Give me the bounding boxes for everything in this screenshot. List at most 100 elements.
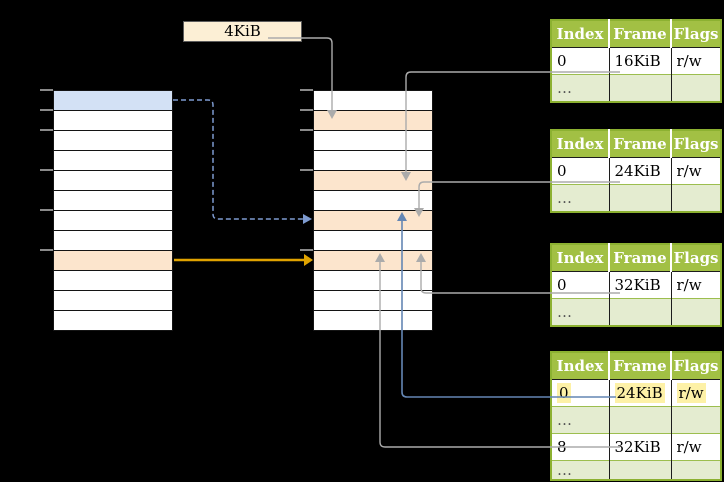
cell-flags bbox=[671, 74, 721, 102]
tick-mark bbox=[40, 129, 53, 131]
arrowhead-right-icon bbox=[303, 214, 312, 224]
cell-frame: 32KiB bbox=[609, 271, 672, 299]
tick-mark bbox=[300, 109, 313, 111]
table-row: 0 16KiB r/w bbox=[551, 47, 721, 75]
cell-index: 0 bbox=[551, 379, 610, 407]
cell-index: 0 bbox=[551, 271, 610, 299]
cell-frame: 16KiB bbox=[609, 47, 672, 75]
cell-flags bbox=[671, 406, 721, 434]
cell-index: … bbox=[551, 406, 610, 434]
memory-cell-orange bbox=[314, 251, 432, 271]
table-row: 0 24KiB r/w bbox=[551, 157, 721, 185]
table-row-ellipsis: … bbox=[551, 406, 721, 434]
cell-frame bbox=[609, 184, 672, 212]
memory-cell-white bbox=[54, 231, 172, 251]
memory-cell-white bbox=[54, 151, 172, 171]
highlighted-value: 24KiB bbox=[614, 383, 665, 403]
memory-cell-orange bbox=[314, 111, 432, 131]
page-table-4: Index Frame Flags 0 24KiB r/w … 8 32KiB … bbox=[550, 351, 722, 481]
tick-mark bbox=[300, 169, 313, 171]
table-header: Index Frame Flags bbox=[551, 20, 721, 48]
cell-flags bbox=[671, 184, 721, 212]
header-flags: Flags bbox=[671, 130, 721, 158]
cell-frame: 32KiB bbox=[609, 433, 672, 461]
tick-mark bbox=[40, 209, 53, 211]
tick-mark bbox=[300, 249, 313, 251]
cell-index: … bbox=[551, 298, 610, 326]
page-size-label: 4KiB bbox=[183, 21, 302, 42]
memory-cell-white bbox=[314, 231, 432, 251]
arrowhead-right-icon bbox=[304, 254, 313, 266]
header-frame: Frame bbox=[609, 130, 672, 158]
highlighted-value: 0 bbox=[557, 383, 571, 403]
cell-flags bbox=[671, 298, 721, 326]
memory-cell-white bbox=[314, 271, 432, 291]
tick-mark bbox=[300, 129, 313, 131]
memory-cell-white bbox=[314, 131, 432, 151]
tick-mark bbox=[40, 169, 53, 171]
table-header: Index Frame Flags bbox=[551, 352, 721, 380]
virtual-memory-column bbox=[53, 90, 173, 331]
cell-flags: r/w bbox=[671, 433, 721, 461]
cell-frame bbox=[609, 460, 672, 480]
memory-cell-white bbox=[314, 91, 432, 111]
header-index: Index bbox=[551, 130, 610, 158]
dashed-mapping-arrow bbox=[173, 99, 303, 220]
tick-mark bbox=[40, 249, 53, 251]
memory-cell-white bbox=[314, 291, 432, 311]
memory-cell-white bbox=[54, 111, 172, 131]
header-index: Index bbox=[551, 244, 610, 272]
memory-cell-white bbox=[54, 271, 172, 291]
header-frame: Frame bbox=[609, 352, 672, 380]
tick-mark bbox=[40, 89, 53, 91]
header-index: Index bbox=[551, 352, 610, 380]
memory-cell-white bbox=[54, 291, 172, 311]
memory-cell-white bbox=[314, 311, 432, 330]
memory-cell-blue bbox=[54, 91, 172, 111]
cell-index: 0 bbox=[551, 157, 610, 185]
memory-cell-white bbox=[314, 151, 432, 171]
memory-cell-orange bbox=[54, 251, 172, 271]
tick-mark bbox=[300, 89, 313, 91]
header-frame: Frame bbox=[609, 20, 672, 48]
memory-cell-orange bbox=[314, 211, 432, 231]
physical-memory-column bbox=[313, 90, 433, 331]
memory-cell-white bbox=[54, 211, 172, 231]
tick-mark bbox=[40, 109, 53, 111]
page-table-3: Index Frame Flags 0 32KiB r/w … bbox=[550, 243, 722, 327]
table-row-ellipsis: … bbox=[551, 74, 721, 102]
memory-cell-orange bbox=[314, 171, 432, 191]
table-row: 0 32KiB r/w bbox=[551, 271, 721, 299]
header-frame: Frame bbox=[609, 244, 672, 272]
header-flags: Flags bbox=[671, 244, 721, 272]
highlighted-value: r/w bbox=[676, 383, 706, 403]
cell-frame: 24KiB bbox=[609, 379, 672, 407]
table-header: Index Frame Flags bbox=[551, 244, 721, 272]
table-row-ellipsis: … bbox=[551, 184, 721, 212]
cell-frame bbox=[609, 406, 672, 434]
cell-index: … bbox=[551, 74, 610, 102]
memory-cell-white bbox=[314, 191, 432, 211]
cell-index: … bbox=[551, 184, 610, 212]
memory-cell-white bbox=[54, 311, 172, 330]
cell-flags: r/w bbox=[671, 379, 721, 407]
cell-frame bbox=[609, 298, 672, 326]
memory-cell-white bbox=[54, 191, 172, 211]
cell-index: … bbox=[551, 460, 610, 480]
cell-flags bbox=[671, 460, 721, 480]
header-flags: Flags bbox=[671, 20, 721, 48]
table-row-highlighted: 0 24KiB r/w bbox=[551, 379, 721, 407]
table-row: 8 32KiB r/w bbox=[551, 433, 721, 461]
cell-frame bbox=[609, 74, 672, 102]
header-flags: Flags bbox=[671, 352, 721, 380]
header-index: Index bbox=[551, 20, 610, 48]
cell-frame: 24KiB bbox=[609, 157, 672, 185]
cell-flags: r/w bbox=[671, 157, 721, 185]
table-header: Index Frame Flags bbox=[551, 130, 721, 158]
table-row-ellipsis: … bbox=[551, 298, 721, 326]
cell-flags: r/w bbox=[671, 47, 721, 75]
cell-index: 8 bbox=[551, 433, 610, 461]
memory-cell-white bbox=[54, 131, 172, 151]
table-row-ellipsis: … bbox=[551, 460, 721, 480]
